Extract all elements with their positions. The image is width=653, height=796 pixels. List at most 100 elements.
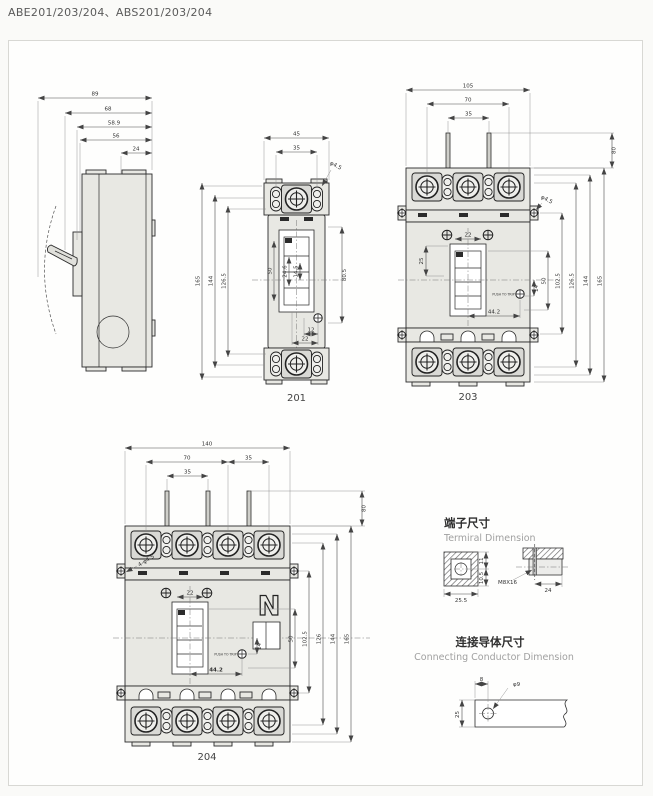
dimension-24-6: 24.6 bbox=[283, 257, 292, 286]
dimension-screw-callout: M8X16 bbox=[498, 569, 533, 586]
dimension-80: 80 bbox=[359, 491, 368, 526]
dim-text: 70 bbox=[465, 98, 472, 104]
dim-text: 144 bbox=[584, 275, 590, 286]
dimension-105: 105 bbox=[406, 84, 530, 93]
breaker-203-body bbox=[396, 132, 556, 387]
dimension-144: 144 bbox=[331, 534, 340, 734]
dimension-25: 25 bbox=[455, 700, 465, 727]
dim-text: 12 bbox=[308, 328, 315, 334]
dim-text: 11 bbox=[479, 558, 485, 565]
arc-chute-vent bbox=[419, 330, 435, 343]
dim-text: 56 bbox=[113, 134, 120, 140]
dim-text: 70 bbox=[184, 456, 191, 462]
dimension-hole-callout: φ4.5 bbox=[321, 161, 343, 187]
terminal-clamp-icon bbox=[201, 532, 214, 558]
breaker-201-body bbox=[252, 178, 342, 385]
face-screw-icon bbox=[482, 229, 494, 241]
conductor-dimension-section: 连接导体尺寸 Connecting Conductor Dimension 8 … bbox=[414, 635, 574, 728]
breaker-side-body bbox=[81, 169, 156, 372]
terminal-clamp-icon bbox=[270, 351, 282, 377]
dim-text: 89 bbox=[92, 92, 99, 98]
face-screw-icon bbox=[201, 587, 213, 599]
dimension-hole-callout: φ9 bbox=[492, 682, 521, 710]
dim-text: 126.5 bbox=[570, 273, 576, 289]
dim-text: 25 bbox=[455, 711, 461, 718]
dim-text: 50 bbox=[268, 267, 274, 274]
breaker-handle-side bbox=[44, 205, 83, 335]
dimension-8: 8 bbox=[475, 677, 488, 687]
dim-text: 24.6 bbox=[283, 265, 289, 278]
drawing-frame bbox=[8, 40, 643, 786]
terminal-dimension-section: 端子尺寸 Termiral Dimension 25.5 11 10.5 bbox=[443, 516, 570, 604]
dimension-140: 140 bbox=[125, 442, 290, 451]
conductor-bar-figure bbox=[474, 699, 569, 728]
drawing-label-201: 201 bbox=[287, 393, 306, 404]
dim-text: φ9 bbox=[513, 682, 521, 688]
dimension-10-5: 10.5 bbox=[479, 569, 489, 586]
dimension-89: 89 bbox=[38, 92, 152, 101]
dim-text: 22 bbox=[302, 337, 309, 343]
dimension-144: 144 bbox=[209, 195, 218, 368]
dim-text: 165 bbox=[196, 275, 202, 286]
drawing-201: 45 35 φ4.5 165 144 126.5 50 24.6 bbox=[196, 132, 349, 405]
dimension-126-5: 126.5 bbox=[222, 206, 231, 357]
terminal-clamp-icon bbox=[160, 708, 173, 734]
dim-text: 105 bbox=[463, 84, 474, 90]
terminal-screw-icon bbox=[130, 706, 162, 736]
dim-text: 35 bbox=[245, 456, 252, 462]
terminal-clamp-icon bbox=[441, 174, 454, 200]
dimension-56: 56 bbox=[80, 134, 152, 143]
terminal-screw-icon bbox=[130, 530, 162, 560]
dim-text: 8 bbox=[480, 677, 484, 683]
dim-text: 22 bbox=[465, 233, 472, 239]
terminal-clamp-icon bbox=[311, 186, 323, 212]
terminal-screw-icon bbox=[493, 347, 525, 377]
dimension-14-5: 14.5 bbox=[294, 263, 303, 280]
arc-chute-vent bbox=[460, 330, 476, 343]
dimension-22: 22 bbox=[292, 337, 318, 346]
dimension-25-5: 25.5 bbox=[444, 591, 478, 604]
dimension-102-5: 102.5 bbox=[556, 213, 565, 334]
dim-text: 44.2 bbox=[209, 668, 223, 674]
dimension-45: 45 bbox=[264, 132, 329, 141]
terminal-screw-icon bbox=[452, 172, 484, 202]
dim-text: 144 bbox=[209, 275, 215, 286]
dim-text: 144 bbox=[331, 633, 337, 644]
terminal-screw-icon bbox=[212, 706, 244, 736]
dimension-14: 14 bbox=[531, 280, 540, 296]
dim-text: 25.5 bbox=[455, 598, 468, 604]
conductor-section-title-zh: 连接导体尺寸 bbox=[456, 635, 525, 649]
dimension-58-9: 58.9 bbox=[77, 121, 152, 130]
dimension-68: 68 bbox=[65, 107, 152, 116]
dim-text: 50 bbox=[542, 277, 548, 284]
push-to-trip-label: PUSH TO TRIP bbox=[214, 653, 236, 657]
dimension-80: 80 bbox=[609, 133, 618, 168]
dim-text: 25 bbox=[419, 257, 425, 264]
neutral-pole-marking: N bbox=[258, 591, 281, 622]
dimension-hole-callout: φ4.5 bbox=[535, 195, 554, 211]
arc-chute-vent bbox=[179, 688, 195, 701]
dimension-126-5: 126.5 bbox=[570, 183, 579, 367]
dim-text: 24 bbox=[545, 588, 552, 594]
trip-button-icon bbox=[237, 649, 247, 659]
dim-text: 80 bbox=[362, 505, 368, 512]
dim-text: 140 bbox=[202, 442, 213, 448]
dimension-22: 22 bbox=[177, 591, 203, 600]
dim-text: M8X16 bbox=[498, 580, 518, 586]
dimension-144: 144 bbox=[584, 175, 593, 375]
dimension-126: 126 bbox=[317, 543, 326, 725]
dimension-35-pole: 35 bbox=[228, 456, 269, 465]
push-to-trip-label: PUSH TO TRIP bbox=[492, 293, 514, 297]
dimension-165: 165 bbox=[598, 168, 607, 382]
dim-text: 35 bbox=[465, 112, 472, 118]
drawing-label-203: 203 bbox=[458, 392, 477, 403]
dimension-165: 165 bbox=[345, 526, 354, 742]
terminal-screw-icon bbox=[171, 530, 203, 560]
dim-text: 126 bbox=[317, 633, 323, 644]
dim-text: 102.5 bbox=[303, 631, 309, 647]
terminal-clamp-icon bbox=[160, 532, 173, 558]
trip-button-icon bbox=[515, 289, 525, 299]
dim-text: 24 bbox=[133, 147, 140, 153]
page-title: ABE201/203/204、ABS201/203/204 bbox=[8, 6, 213, 19]
